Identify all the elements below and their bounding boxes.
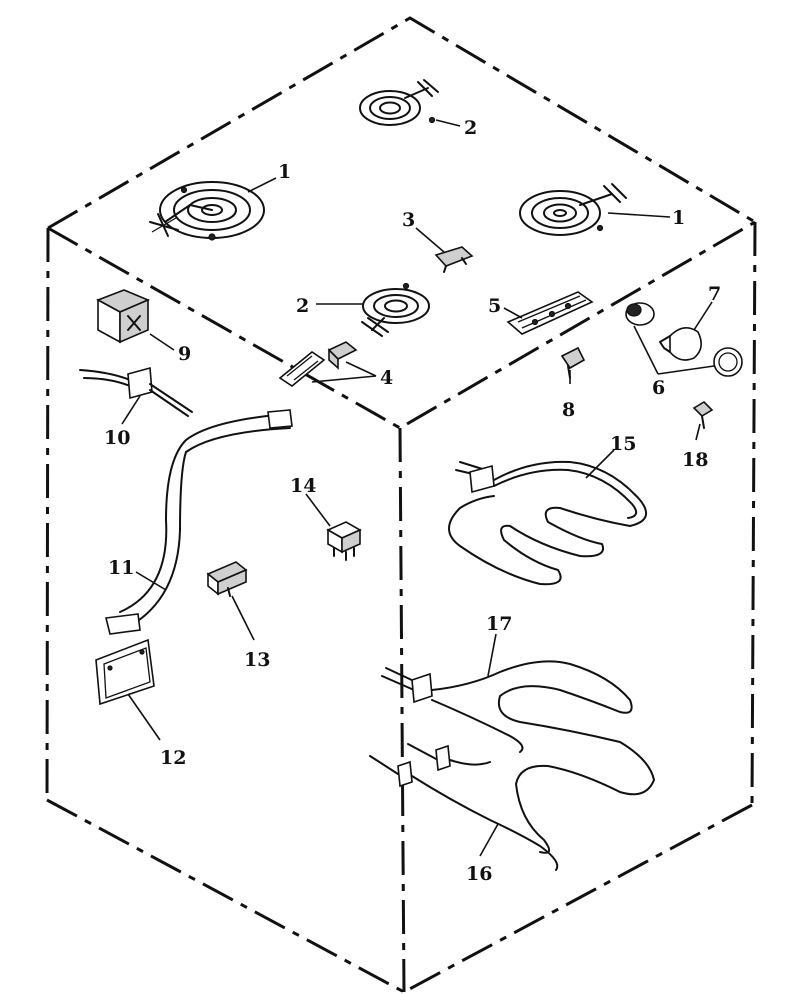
cabinet-outline	[45, 16, 757, 994]
leader-18	[695, 423, 701, 441]
surface-element-small-top[interactable]	[359, 79, 439, 126]
leader-5	[503, 307, 523, 319]
leader-14	[305, 493, 331, 527]
callout-1-right: 1	[672, 207, 685, 229]
callout-12: 12	[160, 747, 186, 769]
leader-17	[487, 633, 497, 677]
lamp-assembly-part[interactable]	[625, 302, 743, 377]
surface-element-large-left[interactable]	[149, 181, 265, 241]
heating-element-upper[interactable]	[448, 460, 648, 586]
clip-part[interactable]	[434, 246, 474, 273]
control-board-part[interactable]	[95, 638, 155, 706]
callout-6: 6	[652, 377, 665, 399]
wiring-harness-part[interactable]	[105, 409, 293, 635]
relay-box-part[interactable]	[96, 289, 151, 344]
leader-12	[127, 693, 161, 741]
terminal-block-part[interactable]	[278, 341, 358, 387]
switch-part[interactable]	[206, 561, 248, 597]
callout-2-center: 2	[296, 295, 309, 317]
leader-13	[231, 595, 255, 641]
leader-10	[121, 395, 141, 425]
leader-2-top	[435, 119, 461, 127]
small-clip-part[interactable]	[560, 346, 586, 379]
heating-element-broil[interactable]	[381, 660, 655, 854]
fastener-part[interactable]	[692, 400, 714, 429]
leader-1-left	[247, 177, 277, 193]
callout-7: 7	[708, 283, 721, 305]
callout-4: 4	[380, 367, 393, 389]
leader-6	[633, 325, 715, 375]
leader-3	[415, 227, 445, 253]
leader-4	[311, 361, 377, 383]
leader-1-right	[607, 212, 671, 218]
leader-lines	[121, 119, 715, 857]
callout-1-left: 1	[278, 161, 291, 183]
callout-13: 13	[244, 649, 270, 671]
relay-part[interactable]	[326, 521, 362, 561]
callout-17: 17	[486, 613, 512, 635]
leader-16	[479, 823, 499, 857]
callout-15: 15	[610, 433, 636, 455]
callout-16: 16	[466, 863, 492, 885]
surface-element-large-right[interactable]	[519, 183, 627, 236]
callout-8: 8	[562, 399, 575, 421]
leader-7	[693, 301, 713, 331]
callout-14: 14	[290, 475, 316, 497]
callout-18: 18	[682, 449, 708, 471]
sensor-probe-part[interactable]	[79, 366, 193, 417]
callout-2-top: 2	[464, 117, 477, 139]
heating-element-lower[interactable]	[369, 743, 559, 871]
leader-15	[585, 449, 615, 479]
callout-9: 9	[178, 343, 191, 365]
surface-element-small-center[interactable]	[361, 282, 430, 337]
callout-3: 3	[402, 209, 415, 231]
switch-panel-part[interactable]	[506, 291, 594, 335]
leader-11	[135, 571, 167, 591]
leader-9	[149, 333, 175, 351]
callouts: 1 1 2 2 3 4 5 6 7 8 9 10 11 12 13 14 15 …	[104, 117, 721, 885]
callout-10: 10	[104, 427, 130, 449]
callout-11: 11	[108, 557, 134, 579]
callout-5: 5	[488, 295, 501, 317]
